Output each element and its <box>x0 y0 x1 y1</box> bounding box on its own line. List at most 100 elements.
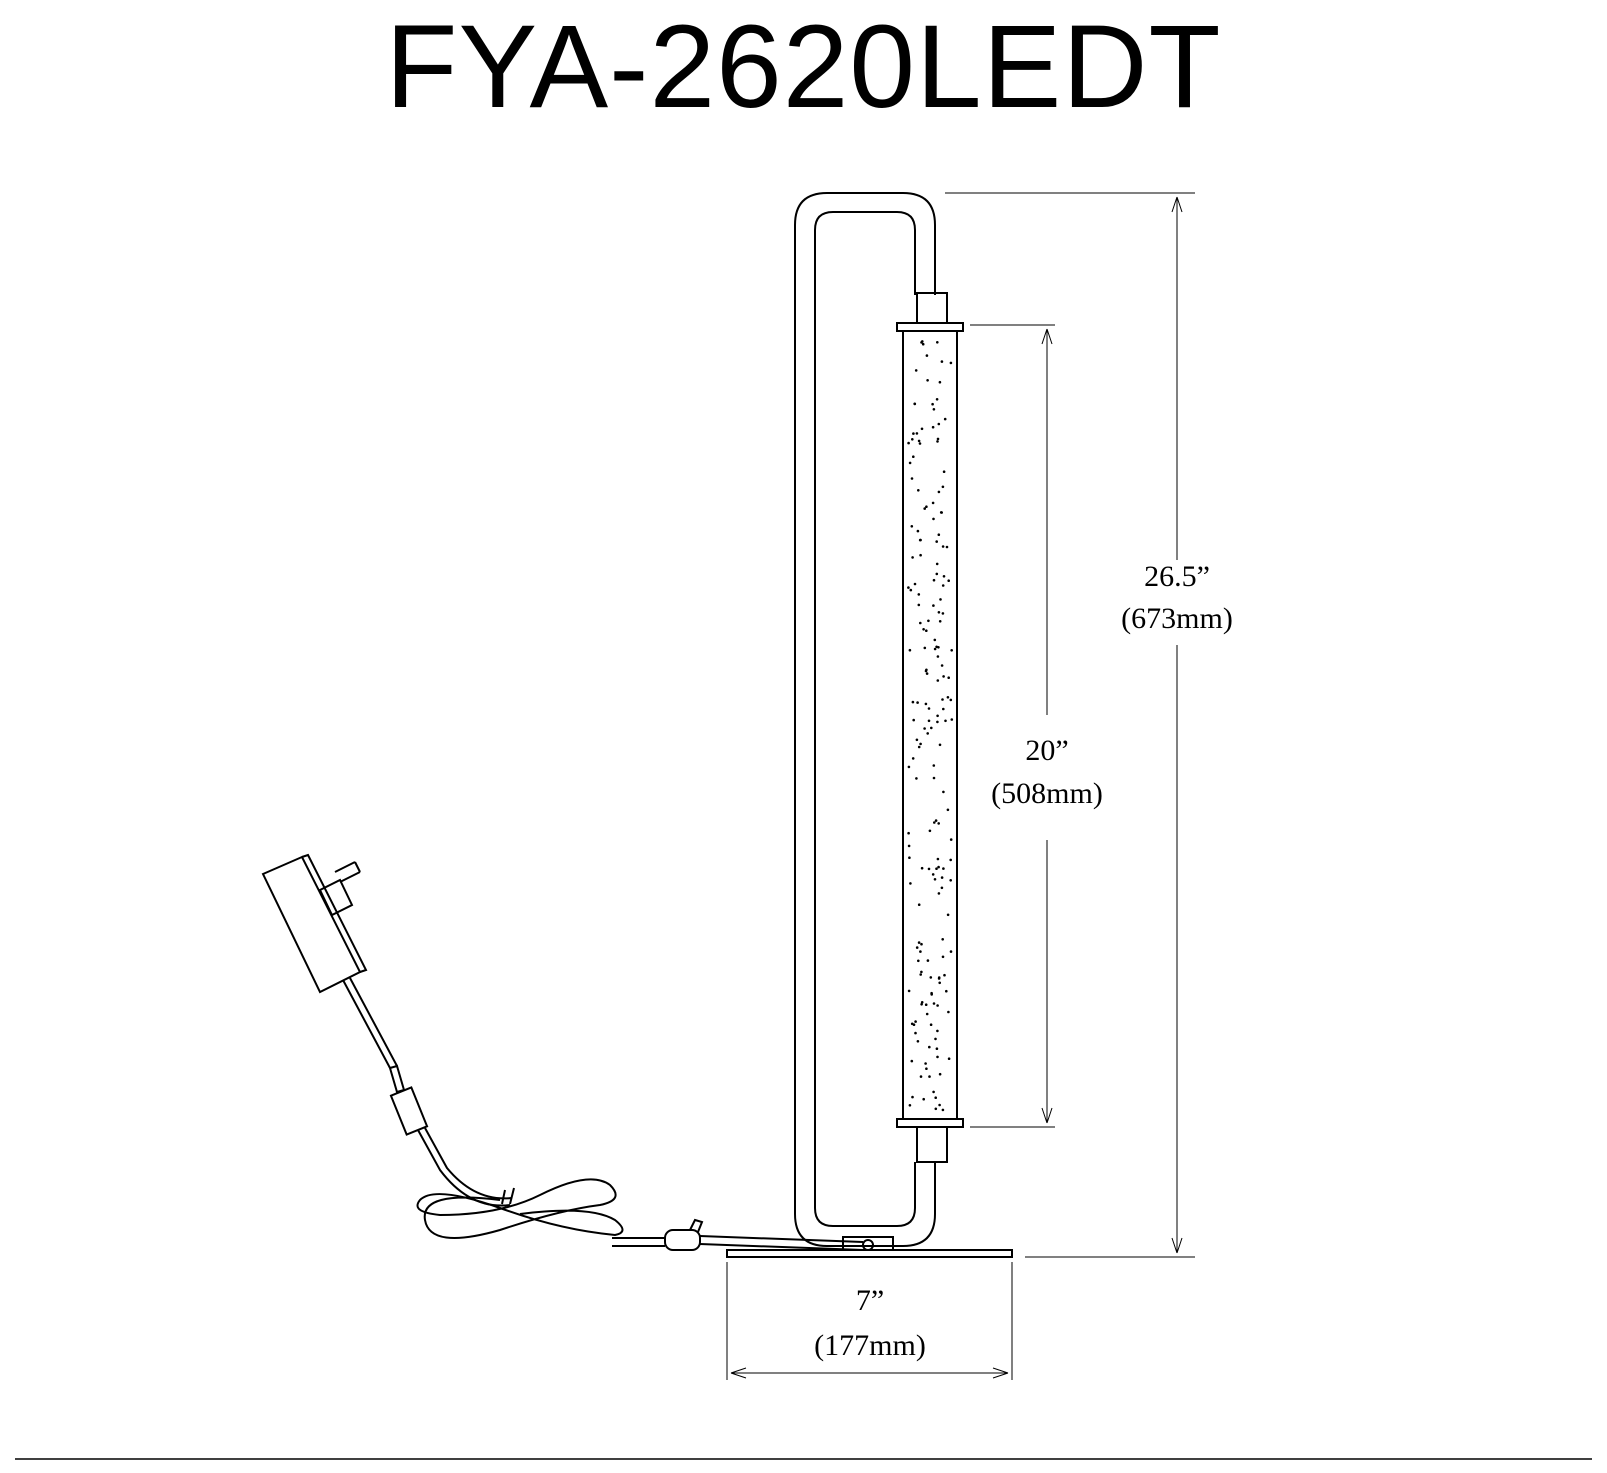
bubble-dot <box>936 857 940 861</box>
bubble-dot <box>946 696 950 699</box>
bubble-dot <box>915 432 919 435</box>
bubble-dot <box>917 439 921 443</box>
bubble-dot <box>933 647 937 651</box>
bubble-dot <box>917 959 920 963</box>
bubble-dot <box>921 342 925 346</box>
bubble-dot <box>936 440 939 443</box>
bubble-dot <box>926 379 929 382</box>
bubble-dot <box>935 540 938 543</box>
bubble-dot <box>944 719 947 723</box>
bubble-dot <box>914 1020 917 1023</box>
bubble-dot <box>942 675 945 678</box>
bubble-dot <box>929 976 933 979</box>
bubble-dot <box>942 575 946 578</box>
bubble-dot <box>920 1001 924 1004</box>
bubble-dot <box>938 1072 942 1076</box>
lamp-frame <box>794 192 936 1247</box>
bubble-dot <box>919 1075 923 1078</box>
bubble-dot <box>936 655 940 658</box>
bubble-dot <box>934 819 938 822</box>
bubble-dot <box>942 470 946 474</box>
bubble-dot <box>941 938 944 941</box>
bubble-dot <box>917 745 921 749</box>
bubble-dot <box>932 408 936 411</box>
bubble-dot <box>918 538 922 542</box>
bubble-dot <box>907 765 911 769</box>
bubble-dot <box>936 1004 939 1007</box>
bubble-dot <box>938 981 941 985</box>
bubble-dot <box>921 340 924 343</box>
bubble-dot <box>916 529 920 533</box>
bubble-dot <box>941 698 944 701</box>
bubble-dot <box>947 579 950 582</box>
lamp-base-plate <box>726 1249 1013 1258</box>
bubble-dot <box>941 485 945 489</box>
bubble-dot <box>923 727 926 730</box>
bubble-dot <box>932 517 935 521</box>
lamp-frame-inner <box>814 211 916 1227</box>
bubble-dot <box>917 941 921 944</box>
model-title: FYA-2620LEDT <box>385 1 1222 133</box>
bubble-dot <box>925 354 929 357</box>
bubble-dot <box>935 645 938 649</box>
bubble-dot <box>940 664 944 667</box>
bubble-dot <box>949 361 953 365</box>
bubble-dot <box>907 586 910 589</box>
base-width-metric: (177mm) <box>814 1329 926 1362</box>
bubble-dot <box>941 612 945 615</box>
bubble-dot <box>932 764 936 767</box>
bubble-dot <box>935 867 938 870</box>
bubble-dot <box>937 822 940 825</box>
bubble-dot <box>938 620 942 623</box>
bubble-dot <box>940 511 943 514</box>
bubble-dot <box>927 619 930 623</box>
bubble-dot <box>912 718 915 722</box>
bubble-dot <box>910 1059 914 1063</box>
bubble-dot <box>907 441 910 445</box>
power-adapter <box>261 853 368 994</box>
bubble-dot <box>908 1104 912 1107</box>
bubble-dot <box>950 649 953 652</box>
bubble-dot <box>926 732 929 735</box>
bubble-dot <box>919 973 922 976</box>
bubble-dot <box>916 701 919 704</box>
bubble-dot <box>927 707 931 710</box>
bubble-dot <box>938 380 942 384</box>
bubble-dot <box>920 1003 923 1006</box>
bubble-dot <box>934 1037 937 1041</box>
bubble-dot <box>917 593 921 596</box>
bubble-dot <box>942 707 945 711</box>
bubble-dot <box>908 461 912 465</box>
bubble-dot <box>919 950 922 953</box>
bubble-dot <box>919 621 922 625</box>
bubble-dot <box>928 829 932 833</box>
bubble-dot <box>926 959 930 962</box>
bubble-dot <box>941 584 945 587</box>
bubble-dot <box>908 856 911 859</box>
bubble-dot <box>909 882 912 885</box>
bubble-dot <box>949 950 953 953</box>
bubble-dot <box>949 698 953 702</box>
bubble-dot <box>931 501 935 505</box>
bubble-dot <box>936 341 939 344</box>
bubble-dot <box>913 582 917 586</box>
bubble-dot <box>940 360 944 363</box>
bubble-dot <box>923 646 927 650</box>
bubble-dot <box>931 873 935 876</box>
bubble-dot <box>911 1095 914 1099</box>
bubble-dot <box>928 1075 931 1078</box>
bubble-dot <box>939 598 942 601</box>
bubble-dot <box>922 1097 925 1101</box>
tube-bubbles <box>907 340 954 1112</box>
shade-height-imperial: 20” <box>1025 734 1068 767</box>
bubble-dot <box>937 611 941 614</box>
bubble-dot <box>935 398 939 401</box>
bubble-dot <box>946 913 950 917</box>
bubble-dot <box>940 886 944 890</box>
bubble-dot <box>917 489 920 492</box>
top-connector <box>916 292 948 324</box>
bubble-dot <box>930 993 933 996</box>
bubble-dot <box>910 1022 914 1026</box>
overall-height-metric: (673mm) <box>1121 602 1233 635</box>
